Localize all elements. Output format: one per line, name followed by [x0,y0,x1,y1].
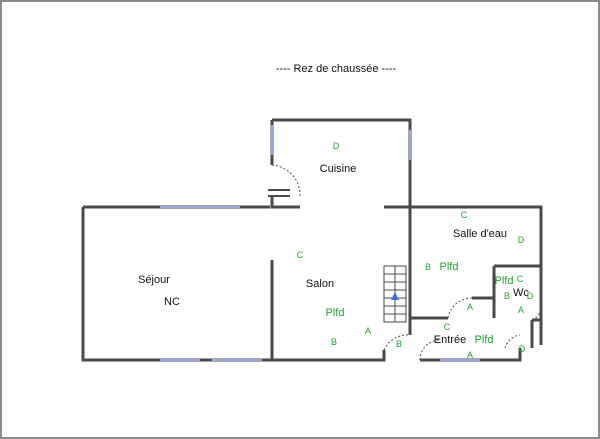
plfd-label-salle-eau: Plfd [440,261,459,273]
room-note-sejour: NC [164,296,180,308]
marker-wc-c: C [517,274,524,284]
plfd-label-salon: Plfd [326,307,345,319]
marker-cuisine-d: D [333,141,340,151]
door-jambs [268,189,290,197]
room-label-entree: Entrée [434,334,466,346]
marker-wc-a: A [518,305,524,315]
room-label-sejour: Séjour [138,274,170,286]
marker-entree-c: C [444,322,451,332]
marker-salle-b: B [425,262,431,272]
room-label-salon: Salon [306,278,334,290]
marker-wc-d: D [527,291,534,301]
marker-salon-b: B [331,337,337,347]
room-label-salle-eau: Salle d'eau [453,228,507,240]
marker-stair-b: B [396,339,402,349]
windows [160,125,480,361]
stair-arrow-icon [391,292,399,300]
room-label-cuisine: Cuisine [320,163,357,175]
plan-title: ---- Rez de chaussée ---- [276,63,397,75]
marker-entree-a: A [467,350,473,360]
room-label-wc: Wc [513,287,529,299]
walls [81,118,543,362]
plfd-label-entree: Plfd [475,334,494,346]
door-swings [271,164,542,361]
marker-salon-a: A [365,326,371,336]
marker-hall-a: A [467,302,473,312]
marker-salle-c: C [461,210,468,220]
marker-salon-c: C [297,250,304,260]
marker-entree-d: D [519,344,526,354]
marker-wc-b: B [504,291,510,301]
marker-salle-d: D [518,235,525,245]
plfd-label-wc: Plfd [495,275,514,287]
